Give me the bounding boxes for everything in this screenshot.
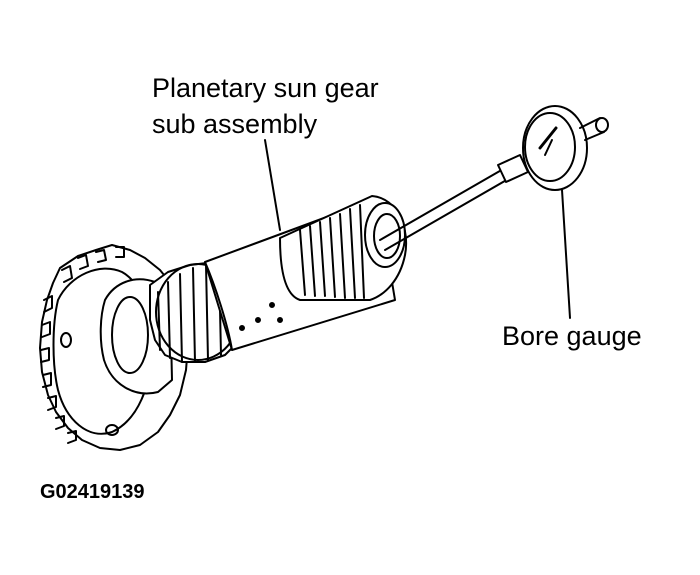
- label-sun-gear-line1: Planetary sun gear: [152, 73, 379, 103]
- leader-sun-gear: [264, 139, 281, 231]
- label-bore-gauge: Bore gauge: [502, 321, 642, 351]
- bore-gauge-dial: [522, 105, 609, 191]
- splined-sleeve: [279, 195, 407, 301]
- figure-id: G02419139: [40, 481, 145, 503]
- label-sun-gear-line2: sub assembly: [152, 109, 318, 139]
- leader-bore-gauge: [561, 189, 571, 319]
